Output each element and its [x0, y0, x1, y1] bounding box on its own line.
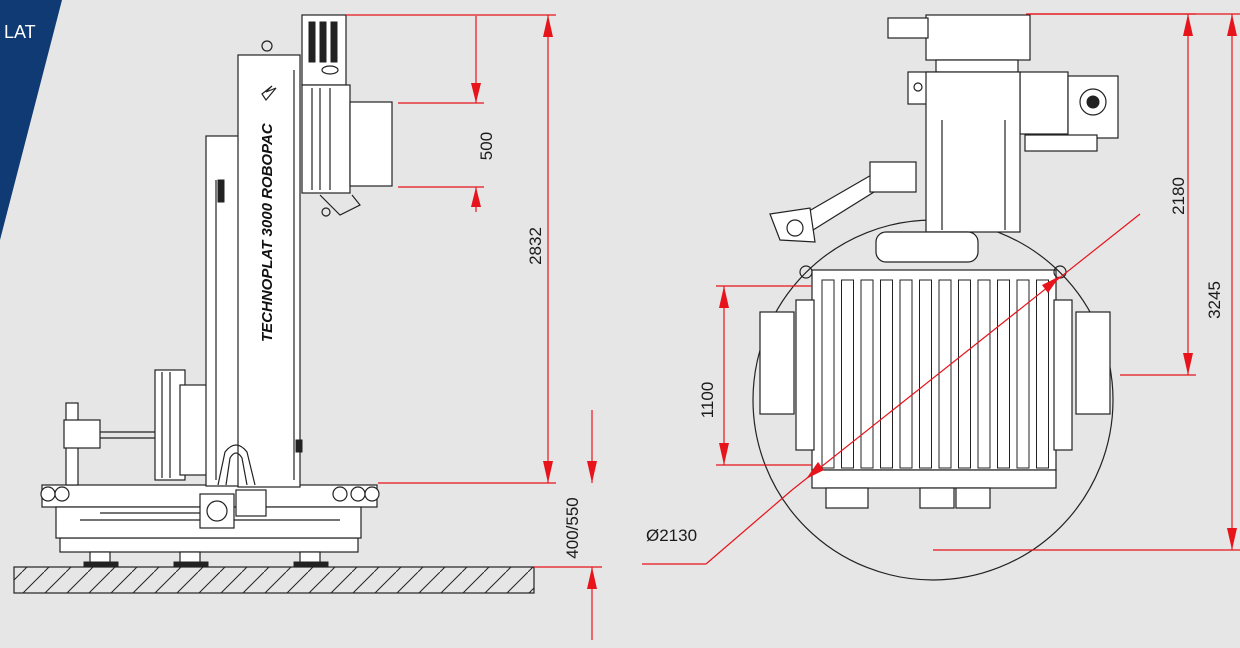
top-dimensions: 1100 2180 3245 Ø2130 [642, 13, 1240, 565]
dim-2832: 2832 [526, 227, 545, 265]
roller [938, 279, 952, 469]
dim-400-550: 400/550 [563, 497, 582, 558]
main-mast [237, 54, 301, 488]
conveyor-rollers [821, 279, 1049, 469]
brand-label: TECHNOPLAT 3000 ROBOPAC [259, 122, 276, 342]
roller [899, 279, 913, 469]
roller [860, 279, 874, 469]
side-view: TECHNOPLAT 3000 ROBOPAC [13, 14, 535, 594]
dim-3245: 3245 [1205, 281, 1224, 319]
roller [880, 279, 893, 469]
side-dimensions: 500 2832 400/550 [346, 14, 602, 640]
head-unit [925, 14, 1031, 61]
roller [997, 279, 1010, 469]
banner-text: LAT [4, 22, 36, 42]
dim-500: 500 [477, 132, 496, 160]
base-plate [59, 537, 359, 553]
ground-hatch [13, 566, 535, 594]
dim-2180: 2180 [1169, 177, 1188, 215]
roller [958, 279, 971, 469]
robopac-logo-icon [261, 85, 277, 102]
roller [821, 279, 835, 469]
dim-diameter: Ø2130 [646, 526, 697, 545]
roller [977, 279, 991, 469]
roller [1036, 279, 1049, 469]
roller [1016, 279, 1030, 469]
dim-1100: 1100 [698, 382, 717, 419]
film-carriage [301, 84, 351, 194]
top-view [752, 14, 1119, 581]
brand-banner: LAT [0, 0, 62, 240]
roller [919, 279, 932, 469]
roller [841, 279, 854, 469]
film-roll [349, 101, 393, 187]
